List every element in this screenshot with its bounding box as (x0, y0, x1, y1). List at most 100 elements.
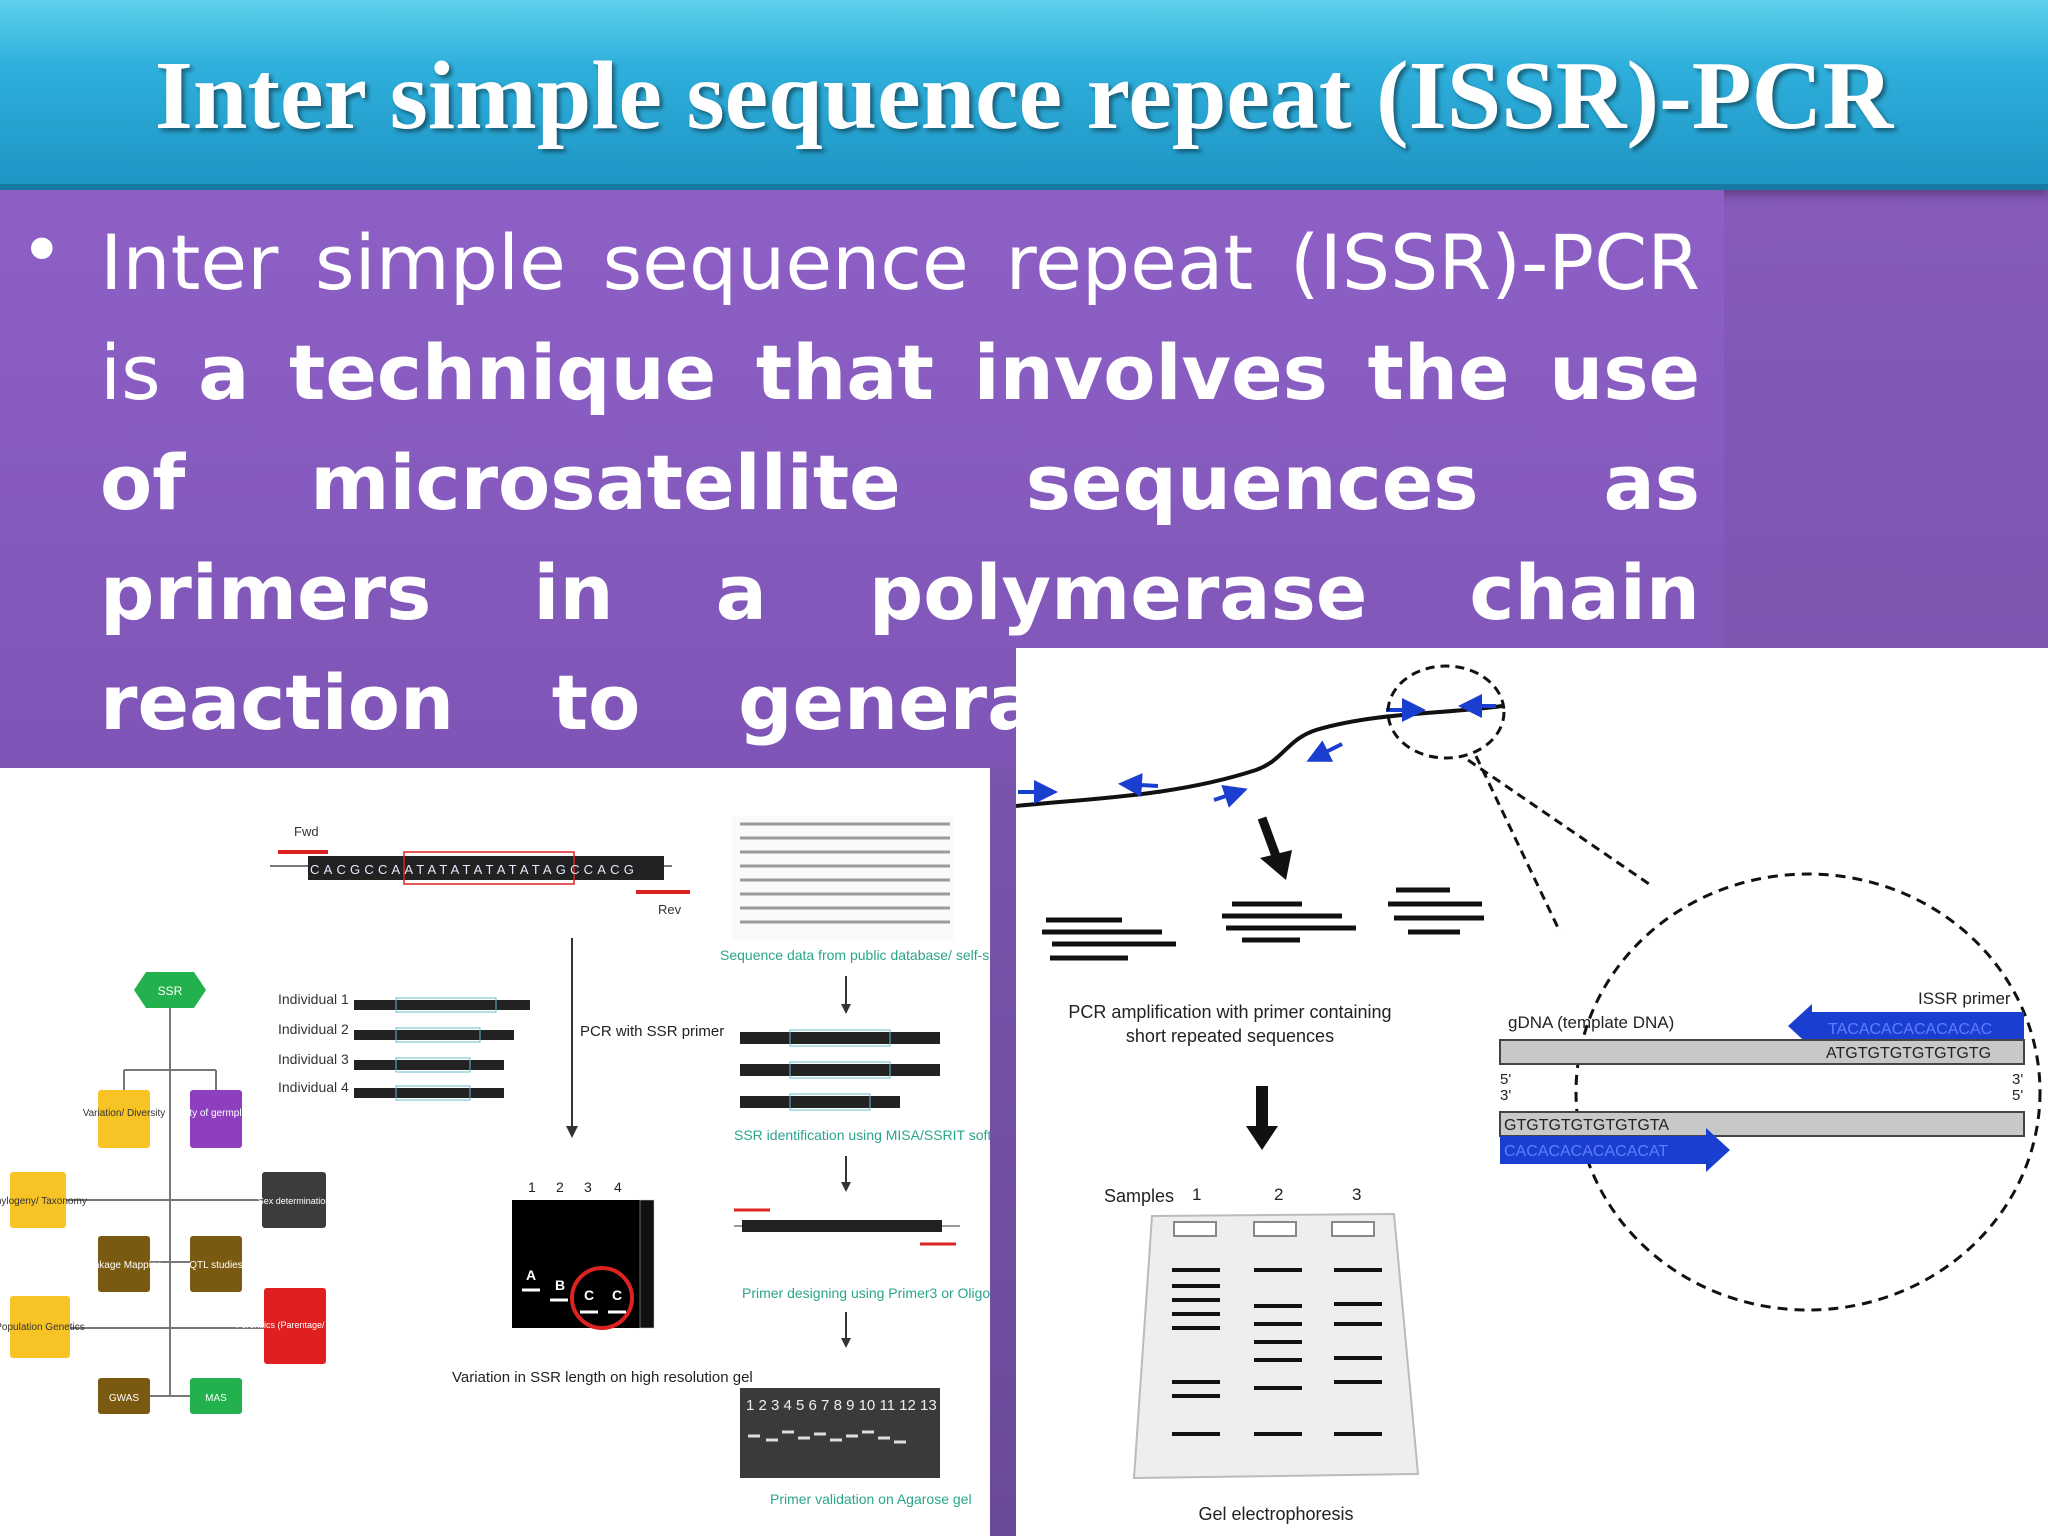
gel-band-a: A (526, 1267, 536, 1283)
gel-arrow (1256, 1086, 1268, 1130)
gel-well-3 (1331, 1221, 1375, 1237)
issr-primer-arrow-top (1788, 1004, 2024, 1048)
individual-3-seq (354, 1060, 504, 1070)
agarose-gel (740, 1388, 940, 1478)
pcr-down-arrowhead (566, 1126, 578, 1138)
title-bar: Inter simple sequence repeat (ISSR)-PCR (0, 0, 2048, 190)
sample-number-3: 3 (1352, 1185, 1361, 1204)
amplify-arrow (1257, 816, 1281, 858)
gel-lane-3: 3 (584, 1179, 592, 1195)
electrophoresis-gel (1132, 1212, 1420, 1480)
bullet-icon: • (20, 208, 64, 294)
tree-node-forensics (264, 1288, 326, 1364)
tree-root-ssr (134, 972, 206, 1008)
tree-node-phylogeny (10, 1172, 66, 1228)
step-arrowhead-3 (841, 1338, 851, 1348)
tree-node-forensics-label: Forensics (Parentage/ Crime) (236, 1320, 354, 1330)
seq-repeat-box (403, 851, 575, 885)
tree-node-sex-label: Sex determination (258, 1196, 331, 1206)
pcr-caption-line-1: PCR amplification with primer containing (1068, 1002, 1391, 1022)
ssr-gel (512, 1200, 652, 1328)
seq-ca-top: TACACACACACACAC (1828, 1021, 1992, 1038)
individual-4-seq (354, 1088, 504, 1098)
samples-label: Samples (1104, 1186, 1174, 1206)
tree-node-qtl-label: QTL studies (189, 1260, 243, 1271)
end-3-right: 3' (2012, 1071, 2023, 1088)
end-5-right: 5' (2012, 1087, 2023, 1104)
template-strand-top (1499, 1039, 2025, 1065)
individual-2-repeat (395, 1027, 481, 1043)
primer-arrows (1018, 694, 1496, 808)
issr-pcr-svg: PCR amplification with primer containing… (1015, 664, 2042, 1524)
tree-node-variation (98, 1090, 150, 1148)
sample-number-2: 2 (1274, 1185, 1283, 1204)
issr-primer-arrow-bottom (1500, 1128, 1730, 1172)
individual-1-repeat (395, 997, 497, 1013)
tree-root-label: SSR (158, 984, 183, 998)
amplified-fragments (1042, 887, 1484, 961)
gel-highlight-circle (570, 1266, 634, 1330)
seq-ca-bottom: CACACACACACACAT (1504, 1143, 1668, 1160)
gel-band-b: B (555, 1277, 565, 1293)
tree-node-variation-label: Variation/ Diversity (83, 1108, 166, 1119)
tree-node-purity (190, 1090, 242, 1148)
gel-well-1 (1173, 1221, 1217, 1237)
tree-node-linkage (98, 1236, 150, 1292)
issr-primer-label: ISSR primer (1918, 989, 2011, 1008)
gel-lane-1: 1 (528, 1179, 536, 1195)
ssr-workflow-svg: Fwd CACGCCAATATATATATATAGCCACG Rev Indiv… (0, 816, 1051, 1507)
ssr-repeat-2 (789, 1061, 891, 1079)
tree-node-population (10, 1296, 70, 1358)
step-caption-2: SSR identification using MISA/SSRIT soft… (734, 1127, 990, 1143)
gel-caption: Gel electrophoresis (1198, 1504, 1353, 1524)
ssr-repeat-1 (789, 1029, 891, 1047)
template-strand-bottom (1499, 1111, 2025, 1137)
step-arrowhead-1 (841, 1004, 851, 1014)
ssr-seq-1 (740, 1032, 940, 1044)
bullet-text-normal: Inter simple sequence repeat (ISSR)-PCR … (100, 218, 1700, 417)
application-tree: SSR Variation/ Diversity Purity of germp… (0, 972, 354, 1414)
tree-node-gwas-label: GWAS (109, 1393, 140, 1404)
individual-2-label: Individual 2 (278, 1021, 349, 1037)
end-5-left: 5' (1500, 1071, 1511, 1088)
step-caption-1: Sequence data from public database/ self… (720, 947, 990, 963)
ssr-seq-2 (740, 1064, 940, 1076)
step-arrowhead-2 (841, 1182, 851, 1192)
tree-node-mas (190, 1378, 242, 1414)
tree-node-population-label: Population Genetics (0, 1322, 85, 1333)
seq-top-text: CACGCCAATATATATATATAGCCACG (310, 862, 638, 877)
pcr-label: PCR with SSR primer (580, 1023, 724, 1040)
pcr-caption-line-2: short repeated sequences (1126, 1026, 1334, 1046)
individual-3-repeat (395, 1057, 471, 1073)
ssr-seq-3 (740, 1096, 900, 1108)
individual-4-repeat (395, 1085, 471, 1101)
tree-node-purity-label: Purity of germplasm (172, 1108, 261, 1119)
gdna-label: gDNA (template DNA) (1508, 1013, 1674, 1032)
gel-caption: Variation in SSR length on high resoluti… (452, 1369, 753, 1386)
tree-node-phylogeny-label: Phylogeny/ Taxonomy (0, 1196, 87, 1207)
gel-lane-4: 4 (614, 1179, 622, 1195)
individual-3-label: Individual 3 (278, 1051, 349, 1067)
amplify-arrowhead (1260, 850, 1292, 880)
zoom-line-1 (1474, 755, 1562, 933)
gel-lane-2: 2 (556, 1179, 564, 1195)
gel-arrowhead (1246, 1126, 1278, 1150)
gel-bands (1172, 1268, 1382, 1436)
gel-band-c2: C (612, 1287, 622, 1303)
zoom-circle-small (1386, 664, 1506, 760)
seq-gt-bottom: GTGTGTGTGTGTGTA (1504, 1117, 1669, 1134)
end-3-left: 3' (1500, 1087, 1511, 1104)
ssr-repeat-3 (789, 1093, 871, 1111)
individual-1-seq (354, 1000, 530, 1010)
tree-node-gwas (98, 1378, 150, 1414)
individual-2-seq (354, 1030, 514, 1040)
agarose-lane-labels: 1 2 3 4 5 6 7 8 9 10 11 12 13 (746, 1397, 937, 1414)
seq-top-block (308, 856, 664, 880)
issr-pcr-figure: PCR amplification with primer containing… (1015, 648, 2048, 1536)
slide-title: Inter simple sequence repeat (ISSR)-PCR (154, 42, 1894, 150)
rev-label: Rev (658, 902, 682, 917)
gel-ladder (639, 1199, 655, 1329)
sequence-alignment-lines (740, 822, 950, 924)
primer-design-seq (742, 1220, 942, 1232)
gel-well-2 (1253, 1221, 1297, 1237)
